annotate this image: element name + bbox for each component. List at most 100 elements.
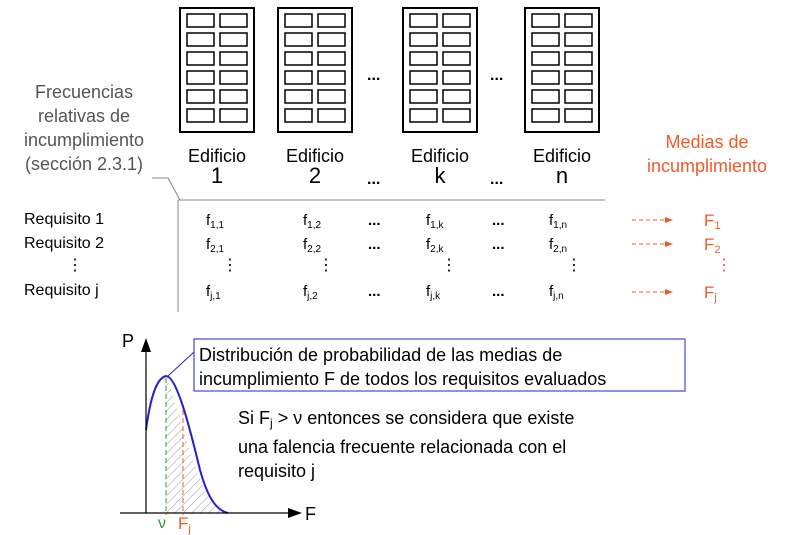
building-index: k: [434, 163, 446, 188]
matrix-cell: f2,2: [303, 237, 321, 255]
requirement-label-2: Requisito 2: [24, 235, 105, 252]
building-header-1: Edificio 1: [177, 147, 257, 187]
matrix-cell: fj,1: [206, 284, 221, 302]
mean-base: F: [704, 283, 715, 302]
condition-part: > ν entonces se considera que existe: [272, 408, 575, 428]
cell-base: f: [426, 236, 431, 253]
matrix-cell-ellipsis: ...: [492, 212, 505, 229]
matrix-vdots: ⋮: [566, 257, 582, 274]
matrix-cell-ellipsis: ...: [368, 236, 381, 253]
mean-value-1: F1: [704, 212, 721, 232]
mean-vdots: ⋮: [716, 257, 732, 274]
label-line: Medias de: [665, 132, 749, 152]
mean-value-2: F2: [704, 236, 721, 256]
building-header-n: Edificio n: [522, 147, 602, 187]
matrix-cell: f2,n: [549, 237, 567, 255]
building-label: Edificio: [532, 146, 592, 166]
matrix-cell-ellipsis: ...: [368, 212, 381, 229]
label-line: Frecuencias: [34, 82, 134, 102]
mean-sub: 1: [714, 220, 721, 232]
matrix-cell: fj,n: [549, 284, 564, 302]
cell-sub: 1,1: [210, 220, 225, 231]
condition-line: requisito j: [238, 461, 316, 481]
cell-base: f: [549, 283, 554, 300]
cell-base: f: [303, 236, 308, 253]
building-label: Edificio: [285, 146, 345, 166]
mean-base: F: [704, 235, 715, 254]
distribution-curve: [145, 374, 229, 514]
cell-base: f: [426, 283, 431, 300]
label-line: (sección 2.3.1): [24, 154, 144, 174]
label-line: incumplimiento: [23, 130, 145, 150]
building-icon-k: [402, 7, 478, 133]
label-line: incumplimiento F de todos los requisitos…: [199, 369, 607, 389]
cell-sub: j,k: [430, 291, 441, 302]
condition-part: Si F: [238, 408, 271, 428]
matrix-cell: f1,1: [206, 213, 224, 231]
cell-sub: 2,2: [307, 244, 322, 255]
fj-label: Fj: [178, 515, 191, 535]
cell-base: f: [303, 212, 308, 229]
cell-base: f: [549, 236, 554, 253]
mean-sub: j: [714, 292, 717, 304]
means-label: Medias de incumplimiento: [632, 130, 782, 178]
cell-base: f: [303, 283, 308, 300]
condition-sub: j: [270, 416, 273, 430]
cell-base: f: [206, 212, 211, 229]
building-icon-2: [277, 7, 353, 133]
building-index: n: [555, 163, 569, 188]
probability-plot: [120, 338, 686, 518]
label-leader-line: [152, 177, 181, 201]
distribution-label-box: [193, 338, 686, 392]
requirement-vdots: ⋮: [67, 257, 83, 274]
distribution-hatched-area: [166, 376, 228, 513]
fj-base: F: [178, 514, 189, 533]
matrix-vdots: ⋮: [222, 257, 238, 274]
cell-sub: 1,n: [553, 220, 568, 231]
mean-base: F: [704, 211, 715, 230]
label-line: incumplimiento: [646, 156, 768, 176]
requirement-label-1: Requisito 1: [24, 211, 105, 228]
building-label: Edificio: [410, 146, 470, 166]
cell-sub: j,1: [210, 291, 221, 302]
cell-sub: 1,k: [430, 220, 444, 231]
y-axis-arrowhead: [141, 338, 151, 352]
matrix-cell-ellipsis: ...: [492, 236, 505, 253]
mean-value-j: Fj: [704, 284, 717, 304]
nu-label: ν: [158, 515, 166, 532]
matrix-cell: f2,1: [206, 237, 224, 255]
matrix-cell: f1,n: [549, 213, 567, 231]
cell-sub: 1,2: [307, 220, 322, 231]
matrix-cell: fj,k: [426, 284, 440, 302]
building-label: Edificio: [187, 146, 247, 166]
matrix-cell: f2,k: [426, 237, 444, 255]
cell-sub: j,n: [553, 291, 564, 302]
building-index: 1: [210, 163, 224, 188]
ellipsis-top-1: ...: [367, 67, 381, 84]
fj-sub: j: [188, 523, 191, 535]
x-axis-label: F: [305, 504, 316, 524]
distribution-label-text: Distribución de probabilidad de las medi…: [199, 343, 606, 391]
condition-text: Si Fj > ν entonces se considera que exis…: [238, 406, 574, 483]
ellipsis-top-2: ...: [490, 67, 504, 84]
building-icons: [179, 7, 600, 133]
ellipsis-header-1: ...: [367, 171, 381, 188]
x-axis-arrowhead: [288, 508, 302, 518]
matrix-cell-ellipsis: ...: [492, 283, 505, 300]
requirement-label-j: Requisito j: [24, 282, 99, 299]
matrix-cell: f1,k: [426, 213, 444, 231]
box-leader-line: [167, 351, 195, 377]
cell-sub: 2,k: [430, 244, 444, 255]
label-line: Distribución de probabilidad de las medi…: [199, 345, 563, 365]
cell-base: f: [206, 283, 211, 300]
cell-sub: j,2: [307, 291, 318, 302]
cell-base: f: [549, 212, 554, 229]
cell-base: f: [206, 236, 211, 253]
relative-frequencies-label: Frecuencias relativas de incumplimiento …: [0, 80, 168, 176]
y-axis-label: P: [122, 331, 135, 351]
cell-base: f: [426, 212, 431, 229]
building-header-k: Edificio k: [400, 147, 480, 187]
building-icon-1: [179, 7, 255, 133]
building-header-2: Edificio 2: [275, 147, 355, 187]
